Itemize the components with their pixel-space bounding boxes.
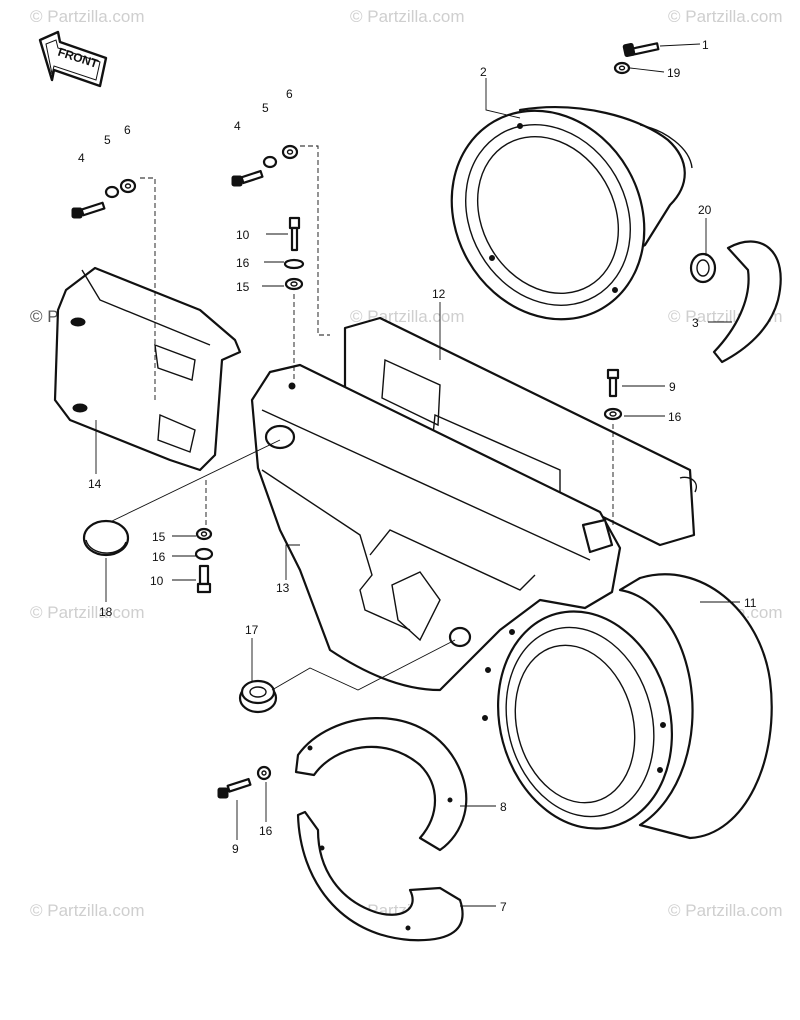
callout-12: 12 bbox=[432, 287, 446, 301]
bolt-9-lower bbox=[217, 777, 252, 799]
callout-5: 5 bbox=[104, 133, 111, 147]
part-7-half-ring bbox=[296, 810, 464, 942]
watermark: © Partzilla.com bbox=[30, 7, 145, 26]
callout-1: 1 bbox=[702, 38, 709, 52]
callout-6: 6 bbox=[124, 123, 131, 137]
part-19-washer bbox=[613, 61, 631, 75]
callout-5: 5 bbox=[262, 101, 269, 115]
screw-4-left bbox=[71, 201, 106, 219]
part-14-cover bbox=[53, 266, 242, 472]
watermark: © Partzilla.com bbox=[350, 7, 465, 26]
callout-20: 20 bbox=[698, 203, 712, 217]
part-2-housing bbox=[450, 106, 693, 321]
callout-15: 15 bbox=[152, 530, 166, 544]
callout-16: 16 bbox=[236, 256, 250, 270]
callout-16: 16 bbox=[668, 410, 682, 424]
part-13-cover bbox=[250, 363, 622, 692]
part-11-drum bbox=[482, 573, 773, 840]
watermark: © Partzilla.com bbox=[668, 7, 783, 26]
callout-17: 17 bbox=[245, 623, 259, 637]
callout-11: 11 bbox=[744, 596, 757, 610]
callout-13: 13 bbox=[276, 581, 290, 595]
screw-4-mid bbox=[231, 169, 264, 187]
bolt-9-right bbox=[606, 368, 620, 398]
assembly-guides bbox=[109, 145, 614, 691]
washer-6-left bbox=[119, 178, 137, 194]
callout-labels: 1 19 2 20 3 12 9 16 4 5 6 4 5 6 10 16 15… bbox=[78, 38, 757, 914]
callout-6: 6 bbox=[286, 87, 293, 101]
part-18-plug bbox=[82, 519, 130, 557]
part-8-half-ring bbox=[294, 717, 468, 852]
washer-6-mid bbox=[281, 144, 299, 160]
washer-16-lower bbox=[194, 547, 214, 561]
callout-16: 16 bbox=[152, 550, 166, 564]
part-20-clip bbox=[689, 252, 717, 284]
front-arrow-icon: FRONT bbox=[38, 30, 108, 88]
callout-7: 7 bbox=[500, 900, 507, 914]
callout-19: 19 bbox=[667, 66, 681, 80]
washer-16-bottom bbox=[256, 765, 272, 781]
leader-lines bbox=[95, 43, 740, 907]
callout-4: 4 bbox=[78, 151, 85, 165]
callout-14: 14 bbox=[88, 477, 102, 491]
callout-10: 10 bbox=[236, 228, 250, 242]
watermark: © Partzilla.com bbox=[30, 901, 145, 920]
watermark: © Partzilla.com bbox=[30, 603, 145, 622]
callout-9: 9 bbox=[669, 380, 676, 394]
callout-15: 15 bbox=[236, 280, 250, 294]
washer-15-lower bbox=[195, 527, 213, 541]
part-1-screw bbox=[622, 42, 660, 58]
bolt-10-lower bbox=[196, 564, 212, 594]
washer-5-mid bbox=[262, 155, 278, 169]
bolt-10-upper bbox=[288, 216, 301, 252]
callout-9: 9 bbox=[232, 842, 239, 856]
callout-18: 18 bbox=[99, 605, 113, 619]
washer-16-upper bbox=[283, 258, 305, 270]
part-17-grommet bbox=[238, 679, 278, 714]
callout-3: 3 bbox=[692, 316, 699, 330]
callout-10: 10 bbox=[150, 574, 164, 588]
watermark: © Partzilla.com bbox=[668, 901, 783, 920]
part-3-strap bbox=[712, 240, 782, 364]
callout-8: 8 bbox=[500, 800, 507, 814]
callout-16: 16 bbox=[259, 824, 273, 838]
washer-15-upper bbox=[284, 277, 304, 291]
callout-2: 2 bbox=[480, 65, 487, 79]
washer-16-right bbox=[603, 407, 623, 421]
washer-5-left bbox=[104, 185, 120, 199]
callout-4: 4 bbox=[234, 119, 241, 133]
